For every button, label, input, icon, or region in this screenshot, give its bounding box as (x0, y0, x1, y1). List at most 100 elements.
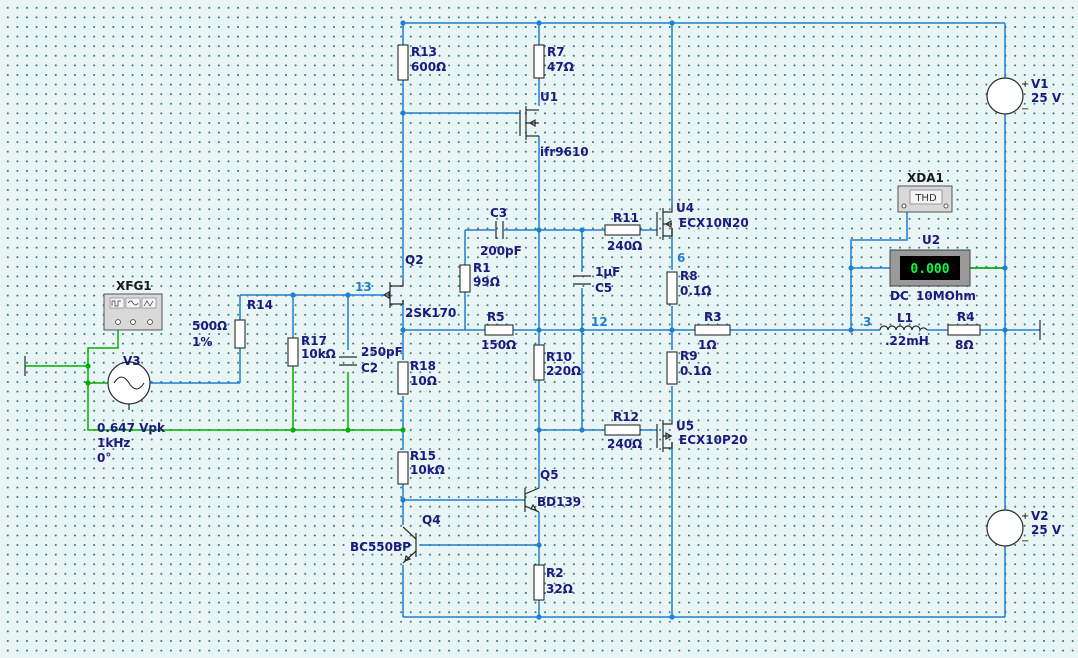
u2-name: U2 (922, 233, 940, 247)
v1-name: V1 (1031, 77, 1049, 91)
r5-name: R5 (487, 310, 505, 324)
c5-name: C5 (595, 281, 612, 295)
resistor-r4[interactable]: R4 8Ω (947, 310, 981, 352)
q2-value: 2SK170 (405, 306, 456, 320)
q5-name: Q5 (540, 468, 559, 482)
resistor-r1[interactable]: R1 99Ω (459, 261, 500, 293)
u1-value: ifr9610 (540, 145, 589, 159)
v2-name: V2 (1031, 509, 1049, 523)
u4-value: ECX10N20 (679, 216, 749, 230)
resistor-r8[interactable]: R8 0.1Ω (666, 269, 711, 305)
wires (150, 22, 1040, 618)
r2-name: R2 (546, 566, 564, 580)
capacitor-c5[interactable]: 1µF C5 (573, 265, 620, 295)
dc-source-v1[interactable]: + − V1 25 V (986, 77, 1062, 115)
c3-name: C3 (490, 206, 507, 220)
r7-value: 47Ω (547, 60, 574, 74)
r11-name: R11 (613, 211, 639, 225)
r14-tol: 1% (192, 335, 212, 349)
capacitor-c2[interactable]: 250pF C2 (339, 345, 403, 375)
resistor-r15[interactable]: R15 10kΩ (397, 449, 445, 485)
r15-name: R15 (410, 449, 436, 463)
v2-plus: + (1021, 511, 1029, 522)
v3-amp: 0.647 Vpk (97, 421, 166, 435)
u2-mode: DC (890, 289, 909, 303)
ac-source-v3[interactable]: V3 0.647 Vpk 1kHz 0° (97, 354, 166, 465)
v3-phase: 0° (97, 451, 111, 465)
c2-name: C2 (361, 361, 378, 375)
r15-value: 10kΩ (410, 463, 445, 477)
net-label-13: 13 (355, 280, 372, 294)
v1-value: 25 V (1031, 91, 1062, 105)
resistor-r12[interactable]: R12 240Ω (604, 410, 642, 451)
ground-wires (25, 267, 1005, 431)
net-label-3: 3 (863, 315, 871, 329)
q2-name: Q2 (405, 253, 424, 267)
resistor-r3[interactable]: R3 1Ω (694, 310, 731, 352)
q4-name: Q4 (422, 513, 441, 527)
resistor-r2[interactable]: R2 32Ω (533, 564, 573, 601)
v2-minus: − (1021, 536, 1029, 547)
r8-name: R8 (680, 269, 698, 283)
jfet-q2[interactable]: Q2 2SK170 (382, 253, 456, 320)
r12-value: 240Ω (607, 437, 642, 451)
mosfet-u1[interactable]: U1 ifr9610 (519, 90, 589, 159)
r17-name: R17 (301, 334, 327, 348)
r13-value: 600Ω (411, 60, 446, 74)
resistor-r7[interactable]: R7 47Ω (533, 44, 574, 79)
u1-name: U1 (540, 90, 558, 104)
v3-freq: 1kHz (97, 436, 130, 450)
xda1-name: XDA1 (907, 171, 944, 185)
c3-value: 200pF (480, 244, 522, 258)
voltmeter-u2[interactable]: U2 0.000 DC 10MOhm (889, 233, 976, 303)
q5-value: BD139 (537, 495, 581, 509)
u5-value: ECX10P20 (679, 433, 747, 447)
mosfet-u5[interactable]: U5 ECX10P20 (656, 419, 747, 452)
r3-name: R3 (704, 310, 722, 324)
net-label-6: 6 (677, 251, 685, 265)
r4-name: R4 (957, 310, 975, 324)
l1-name: L1 (897, 311, 913, 325)
mosfet-u4[interactable]: U4 ECX10N20 (656, 201, 749, 240)
r17-value: 10kΩ (301, 347, 336, 361)
v1-minus: − (1021, 104, 1029, 115)
resistor-r10[interactable]: R10 220Ω (533, 344, 581, 381)
r9-value: 0.1Ω (680, 364, 711, 378)
dc-source-v2[interactable]: + − V2 25 V (986, 509, 1062, 547)
r14-name: R14 (247, 298, 273, 312)
r1-name: R1 (473, 261, 491, 275)
u5-name: U5 (676, 419, 694, 433)
v1-plus: + (1021, 79, 1029, 90)
function-generator-xfg1[interactable]: XFG1 (103, 279, 163, 331)
xda1-display: THD (914, 193, 937, 204)
r14-value: 500Ω (192, 319, 227, 333)
resistor-r13[interactable]: R13 600Ω (397, 44, 446, 81)
resistor-r18[interactable]: R18 10Ω (397, 359, 437, 395)
r1-value: 99Ω (473, 275, 500, 289)
r10-name: R10 (546, 350, 572, 364)
r18-name: R18 (410, 359, 436, 373)
r8-value: 0.1Ω (680, 284, 711, 298)
resistor-r17[interactable]: R17 10kΩ (287, 334, 336, 367)
bjt-q5[interactable]: Q5 BD139 (524, 468, 581, 513)
resistor-r5[interactable]: R5 150Ω (481, 310, 516, 352)
r12-name: R12 (613, 410, 639, 424)
r7-name: R7 (547, 45, 565, 59)
r9-name: R9 (680, 349, 698, 363)
thd-analyzer-xda1[interactable]: XDA1 THD (897, 171, 953, 213)
junction-dots (85, 20, 1008, 620)
resistor-r9[interactable]: R9 0.1Ω (666, 349, 711, 385)
c5-value: 1µF (595, 265, 620, 279)
r5-value: 150Ω (481, 338, 516, 352)
r4-value: 8Ω (955, 338, 974, 352)
bjt-q4[interactable]: Q4 BC550BP (350, 513, 441, 564)
resistor-r14[interactable]: R14 500Ω 1% (192, 298, 273, 349)
net-label-12: 12 (591, 315, 608, 329)
r13-name: R13 (411, 45, 437, 59)
r2-value: 32Ω (546, 582, 573, 596)
inductor-l1[interactable]: L1 .22mH (879, 311, 929, 348)
v3-name: V3 (123, 354, 141, 368)
capacitor-c3[interactable]: C3 200pF (480, 206, 522, 258)
resistor-r11[interactable]: R11 240Ω (604, 211, 642, 253)
